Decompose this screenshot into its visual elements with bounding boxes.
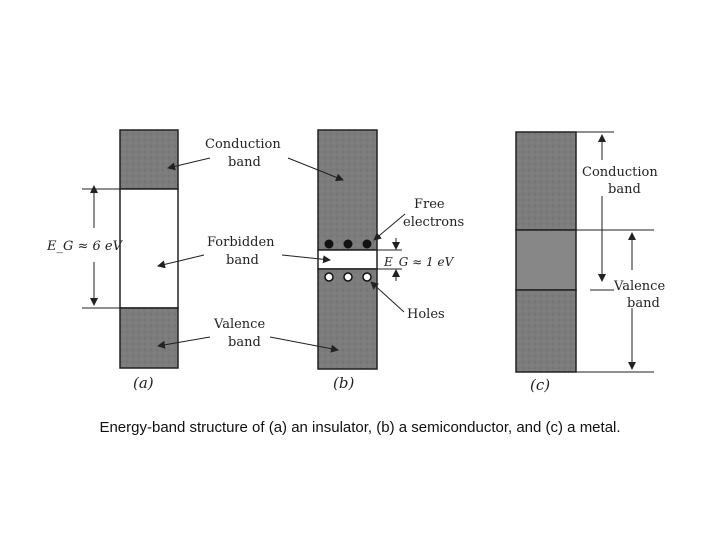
panel-a: E_G ≈ 6 eV Conduction band Forbidden ban… <box>46 129 281 392</box>
a-forbidden-pointer <box>157 254 205 269</box>
b-hole <box>343 272 353 282</box>
a-forbidden-label-1: Forbidden <box>207 235 275 250</box>
panel-b: Free electrons Holes E_G ≈ 1 eV (b) <box>269 129 464 392</box>
b-conduction-pointer <box>287 157 344 182</box>
b-valence-pointer <box>269 336 339 353</box>
a-gap-label: E_G ≈ 6 eV <box>46 239 124 254</box>
panel-c: Conduction band Valence band (c) <box>515 131 665 394</box>
c-overlap-band <box>515 229 577 291</box>
a-valence-label-2: band <box>228 335 261 350</box>
a-forbidden-label-2: band <box>226 253 259 268</box>
b-free-electrons-label-1: Free <box>414 197 445 212</box>
a-valence-label-1: Valence <box>213 317 265 332</box>
a-conduction-pointer <box>167 157 211 171</box>
a-valence-pointer <box>157 336 211 349</box>
b-holes-pointer <box>370 281 405 313</box>
a-panel-label: (a) <box>133 374 154 392</box>
b-valence-band <box>317 268 378 370</box>
band-diagram: E_G ≈ 6 eV Conduction band Forbidden ban… <box>46 129 665 394</box>
b-free-electrons-pointer <box>373 213 406 241</box>
b-forbidden-pointer <box>281 254 331 264</box>
b-hole <box>362 272 372 282</box>
a-conduction-label-1: Conduction <box>205 137 281 152</box>
a-forbidden-band <box>119 188 179 309</box>
b-conduction-band <box>317 129 378 251</box>
a-conduction-band <box>119 129 179 190</box>
b-gap-label: E_G ≈ 1 eV <box>383 255 455 269</box>
a-conduction-label-2: band <box>228 155 261 170</box>
a-valence-band <box>119 307 179 369</box>
c-valence-label-2: band <box>627 296 660 311</box>
c-conduction-label-2: band <box>608 182 641 197</box>
c-valence-label-1: Valence <box>613 279 665 294</box>
figure-caption: Energy-band structure of (a) an insulato… <box>99 419 621 436</box>
c-valence-band <box>515 289 577 373</box>
b-hole <box>324 272 334 282</box>
c-conduction-label-1: Conduction <box>582 165 658 180</box>
c-panel-label: (c) <box>530 376 550 394</box>
b-electron <box>324 239 334 249</box>
b-free-electrons-label-2: electrons <box>403 215 464 230</box>
b-holes-label: Holes <box>407 307 445 322</box>
b-electron <box>343 239 353 249</box>
c-conduction-band <box>515 131 577 231</box>
b-panel-label: (b) <box>333 374 354 392</box>
b-electron <box>362 239 372 249</box>
